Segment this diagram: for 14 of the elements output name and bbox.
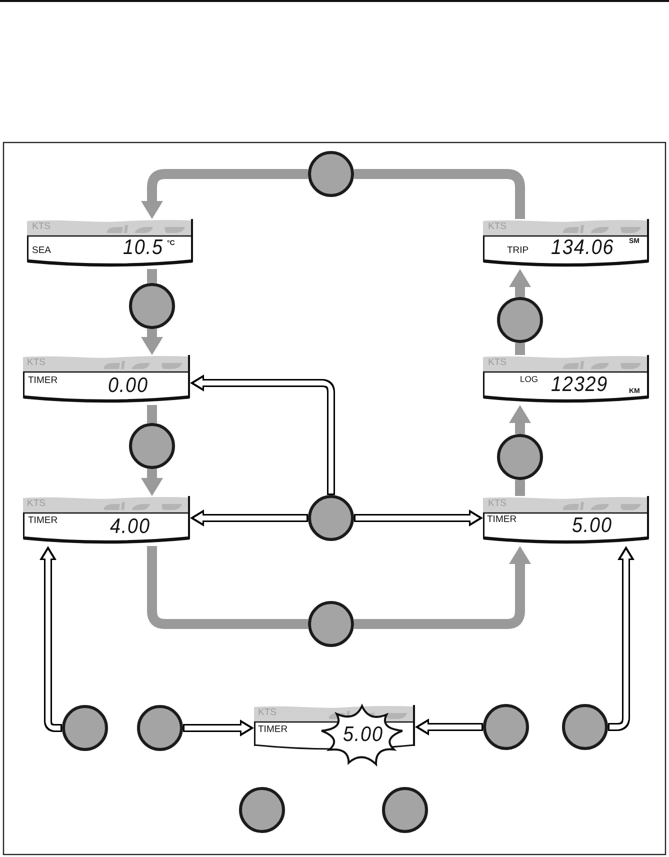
lcd-reading: 10.5 [123, 237, 164, 258]
lcd-reading: 12329 [551, 374, 608, 395]
lcd-reading: 134.06 [551, 237, 614, 258]
lcd-reading: 5.00 [572, 515, 612, 536]
lcd-reading: 4.00 [110, 516, 150, 537]
mode-label: LOG [520, 375, 538, 384]
mode-label: TIMER [258, 725, 288, 734]
mode-label: TIMER [487, 515, 517, 524]
mode-label: SEA [32, 246, 52, 256]
lcd-reading: 5.00 [343, 724, 384, 745]
mode-label: TIMER [28, 516, 58, 526]
lcd-reading: 0.00 [108, 375, 148, 396]
mode-label: TRIP [507, 246, 529, 256]
mode-label: TIMER [28, 376, 58, 386]
